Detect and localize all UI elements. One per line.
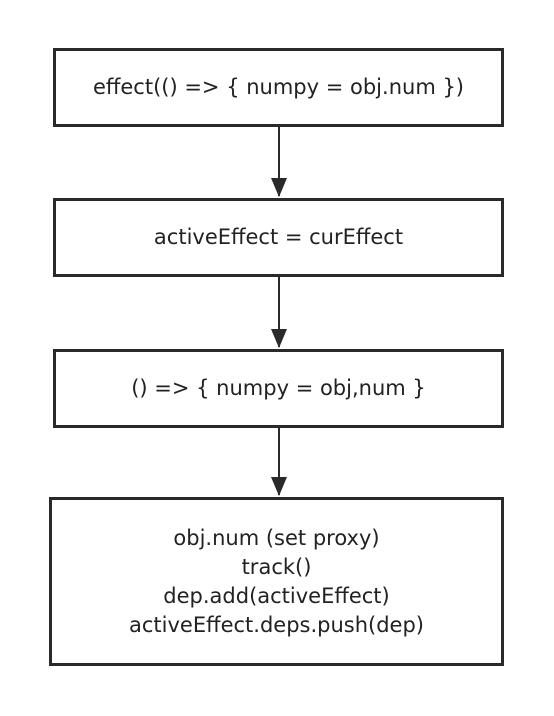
arrow-3-to-4 bbox=[271, 428, 287, 496]
track-step-line-4: activeEffect.deps.push(dep) bbox=[129, 612, 424, 637]
effect-call-text: effect(() => { numpy = obj.num }) bbox=[92, 75, 465, 99]
arrow-1-to-2 bbox=[271, 127, 287, 197]
active-effect-box: activeEffect = curEffect bbox=[53, 198, 504, 277]
arrow-2-to-3 bbox=[271, 277, 287, 348]
active-effect-text: activeEffect = curEffect bbox=[153, 225, 404, 249]
track-step-line-3: dep.add(activeEffect) bbox=[163, 583, 390, 608]
track-step-line-1: obj.num (set proxy) bbox=[173, 525, 380, 550]
effect-fn-text: () => { numpy = obj,num } bbox=[131, 376, 426, 400]
effect-call-box: effect(() => { numpy = obj.num }) bbox=[53, 48, 504, 127]
effect-fn-box: () => { numpy = obj,num } bbox=[53, 349, 504, 428]
track-steps-box: obj.num (set proxy) track() dep.add(acti… bbox=[49, 497, 504, 666]
track-step-line-2: track() bbox=[241, 554, 312, 579]
